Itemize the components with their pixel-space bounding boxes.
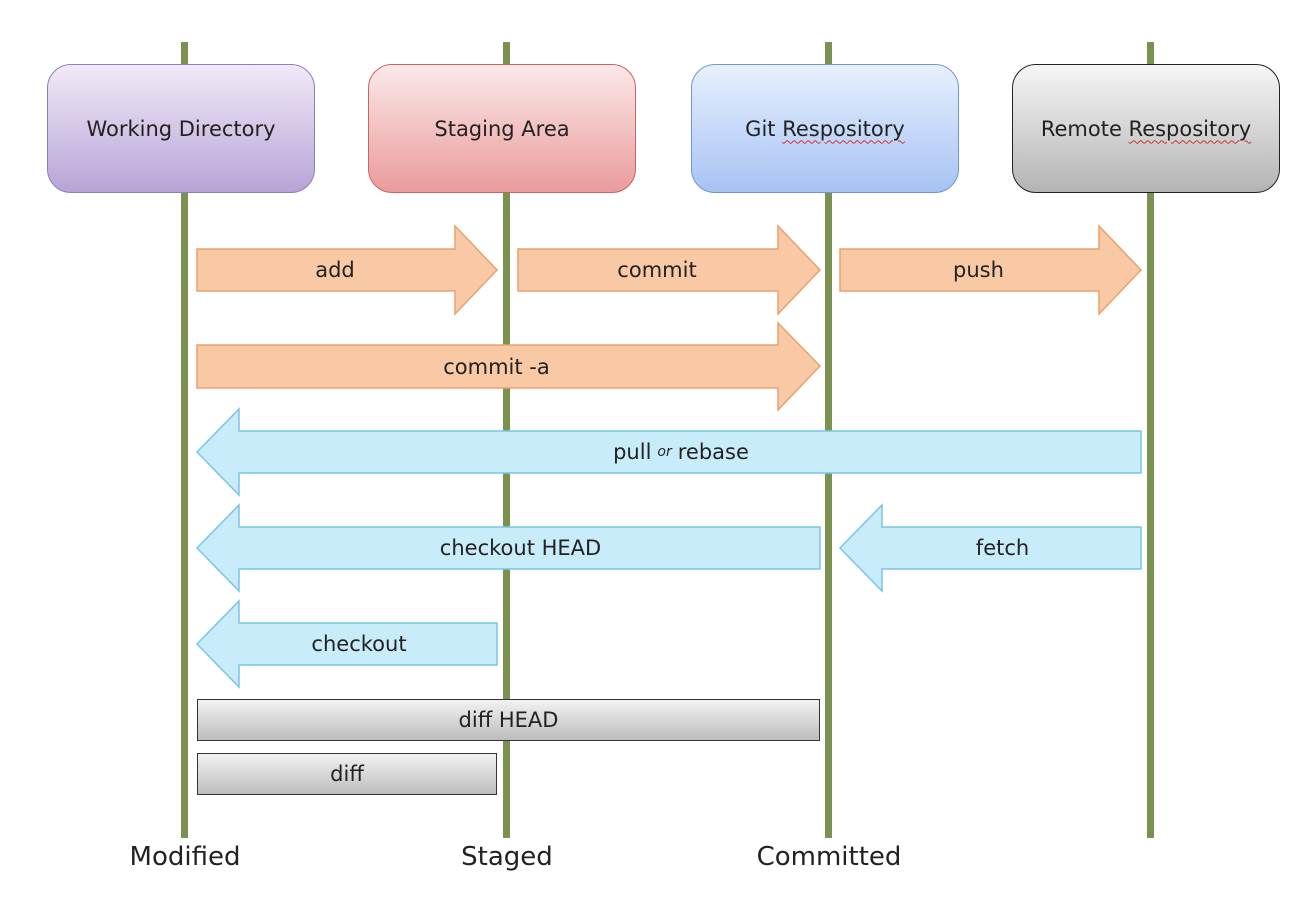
- checkout-head-arrow-label: checkout HEAD: [439, 536, 602, 560]
- add-arrow: add: [196, 224, 499, 316]
- add-arrow-shape: [196, 224, 499, 316]
- push-arrow-shape: [839, 224, 1143, 316]
- state-label-modified: Modified: [129, 842, 241, 872]
- commit-a-arrow-shape: [196, 321, 822, 412]
- add-arrow-label: add: [315, 258, 355, 282]
- checkout-arrow-label: checkout: [311, 632, 407, 656]
- fetch-arrow-shape: [838, 503, 1142, 593]
- checkout-arrow-shape: [195, 599, 498, 689]
- or-label: or: [657, 444, 672, 460]
- pull-or-rebase-arrow-shape: [195, 407, 1142, 497]
- remote-repository-box: Remote Respository: [1012, 64, 1280, 193]
- pull-label: pull: [613, 440, 652, 464]
- staging-area-box: Staging Area: [368, 64, 636, 193]
- checkout-arrow: checkout: [195, 599, 498, 689]
- remote-repository-title-misspelled: Respository: [1128, 116, 1252, 141]
- working-directory-title: Working Directory: [86, 116, 276, 141]
- commit-arrow-shape: [517, 224, 822, 316]
- checkout-head-arrow-shape: [195, 503, 821, 593]
- remote-repository-title-main: Remote: [1040, 116, 1129, 141]
- staging-area-title: Staging Area: [434, 116, 570, 141]
- pull-or-rebase-arrow: pull or rebase: [195, 407, 1142, 497]
- git-repository-box: Git Respository: [691, 64, 959, 193]
- fetch-arrow-label: fetch: [975, 536, 1030, 560]
- git-repository-title-misspelled: Respository: [782, 116, 905, 141]
- commit-arrow-label: commit: [617, 258, 697, 282]
- rebase-label: rebase: [677, 440, 749, 464]
- checkout-head-arrow: checkout HEAD: [195, 503, 821, 593]
- git-repository-title: Git Respository: [745, 117, 905, 141]
- push-arrow: push: [839, 224, 1143, 316]
- state-label-staged: Staged: [461, 842, 553, 872]
- lane-line-remote-repository: [1147, 42, 1154, 838]
- git-repository-title-main: Git: [745, 116, 783, 141]
- commit-a-arrow-label: commit -a: [443, 354, 550, 379]
- commit-arrow: commit: [517, 224, 822, 316]
- remote-repository-title: Remote Respository: [1041, 117, 1251, 141]
- push-arrow-label: push: [953, 258, 1004, 282]
- fetch-arrow: fetch: [838, 503, 1142, 593]
- diff-head-bar: diff HEAD: [197, 699, 820, 741]
- pull-or-rebase-arrow-label: pull or rebase: [221, 409, 1141, 495]
- diff-bar: diff: [197, 753, 497, 795]
- lane-line-working-directory: [181, 42, 188, 838]
- commit-a-arrow: commit -a: [196, 321, 822, 412]
- state-label-committed: Committed: [756, 842, 902, 872]
- working-directory-box: Working Directory: [47, 64, 315, 193]
